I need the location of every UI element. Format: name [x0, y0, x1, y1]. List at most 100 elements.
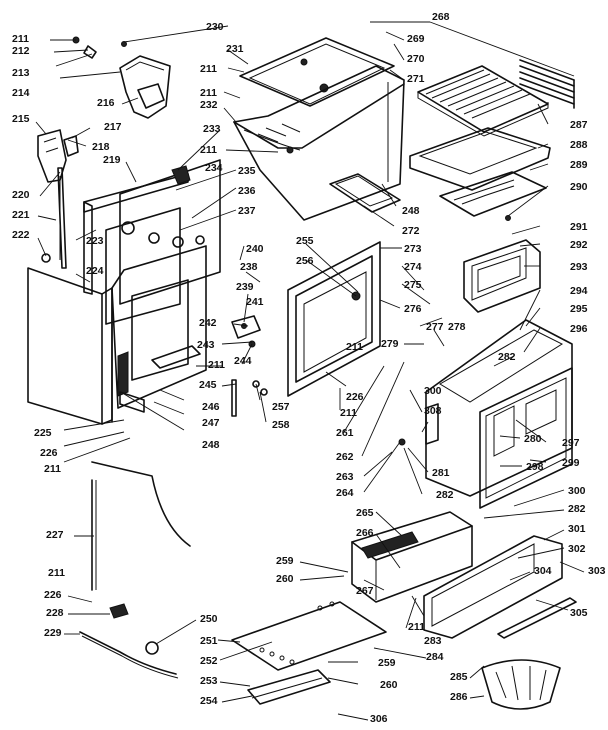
callout-label: 236	[238, 185, 256, 197]
callout-label: 275	[404, 279, 422, 291]
part-window-pack-293	[463, 239, 541, 313]
callout-label: 268	[432, 11, 450, 23]
callout-label: 248	[202, 439, 220, 451]
part-oven-door-297	[425, 319, 573, 509]
callout-label: 263	[336, 471, 354, 483]
callout-label: 217	[104, 121, 122, 133]
callout-label: 229	[44, 627, 62, 639]
part-clip-222	[41, 253, 51, 263]
part-drawer-handle-305	[497, 597, 577, 639]
part-rear-wall-219	[83, 159, 221, 325]
callout-label: 224	[86, 265, 104, 277]
part-oven-frame-273	[287, 241, 381, 397]
part-grill-plate-285	[481, 659, 561, 710]
callout-label: 252	[200, 655, 218, 667]
callout-label: 273	[404, 243, 422, 255]
callout-label: 255	[296, 235, 314, 247]
callout-label: 302	[568, 543, 586, 555]
callout-label: 296	[570, 323, 588, 335]
callout-label: 293	[570, 261, 588, 273]
callout-label: 213	[12, 67, 30, 79]
callout-label: 211	[12, 33, 29, 45]
callout-label: 254	[200, 695, 218, 707]
callout-label: 259	[276, 555, 294, 567]
callout-label: 233	[203, 123, 221, 135]
part-control-backguard-232	[233, 65, 405, 221]
callout-label: 262	[336, 451, 354, 463]
callout-label: 264	[336, 487, 354, 499]
part-door-hinge-308	[398, 403, 439, 446]
callout-label: 211	[408, 621, 425, 633]
callout-label: 218	[92, 141, 110, 153]
callout-label: 295	[570, 303, 588, 315]
part-rod-221	[57, 167, 67, 269]
callout-label: 260	[380, 679, 398, 691]
part-rack-rails-268	[519, 59, 575, 109]
part-vent-duct	[119, 55, 171, 119]
callout-label: 222	[12, 229, 30, 241]
callout-label: 265	[356, 507, 374, 519]
callout-label: 256	[296, 255, 314, 267]
callout-label: 299	[562, 457, 580, 469]
callout-label: 306	[370, 713, 388, 725]
callout-label: 234	[205, 162, 223, 174]
callout-label: 272	[402, 225, 420, 237]
callout-label: 244	[234, 355, 252, 367]
callout-label: 238	[240, 261, 258, 273]
callout-label: 266	[356, 527, 374, 539]
part-drawer-front-301	[423, 535, 563, 639]
callout-label: 220	[12, 189, 30, 201]
callout-label: 279	[381, 338, 399, 350]
callout-label: 303	[588, 565, 606, 577]
callout-label: 221	[12, 209, 30, 221]
callout-label: 211	[208, 359, 225, 371]
callout-label: 227	[46, 529, 64, 541]
callout-label: 248	[402, 205, 420, 217]
callout-label: 226	[40, 447, 58, 459]
callout-label: 300	[568, 485, 586, 497]
part-hinge-242	[231, 315, 268, 417]
callout-label: 285	[450, 671, 468, 683]
part-cabinet-body	[111, 245, 207, 423]
callout-label: 282	[568, 503, 586, 515]
callout-label: 226	[346, 391, 364, 403]
callout-label: 300	[424, 385, 442, 397]
callout-label: 297	[562, 437, 580, 449]
callout-label: 290	[570, 181, 588, 193]
callout-label: 281	[432, 467, 450, 479]
callout-label: 274	[404, 261, 422, 273]
callout-label: 253	[200, 675, 218, 687]
callout-label: 212	[12, 45, 30, 57]
callout-label: 291	[570, 221, 588, 233]
callout-label: 277	[426, 321, 444, 333]
callout-label: 294	[570, 285, 588, 297]
callout-label: 282	[498, 351, 516, 363]
leader-lines	[35, 21, 585, 721]
callout-label: 215	[12, 113, 30, 125]
part-broiler-insert-289	[439, 171, 547, 221]
callout-label: 211	[44, 463, 61, 475]
callout-label: 223	[86, 235, 104, 247]
part-side-panel-225	[27, 267, 113, 425]
callout-label: 261	[336, 427, 354, 439]
callout-label: 242	[199, 317, 217, 329]
callout-label: 232	[200, 99, 218, 111]
callout-label: 308	[424, 405, 442, 417]
callout-label: 282	[436, 489, 454, 501]
callout-label: 251	[200, 635, 218, 647]
callout-label: 211	[200, 63, 217, 75]
callout-label: 298	[526, 461, 544, 473]
callout-label: 301	[568, 523, 586, 535]
callout-label: 270	[407, 53, 425, 65]
callout-label: 216	[97, 97, 115, 109]
callout-label: 211	[346, 341, 363, 353]
callout-label: 211	[200, 144, 217, 156]
callout-label: 250	[200, 613, 218, 625]
callout-label: 241	[246, 296, 264, 308]
callout-label: 245	[199, 379, 217, 391]
callout-label: 247	[202, 417, 220, 429]
callout-label: 283	[424, 635, 442, 647]
callout-label: 237	[238, 205, 256, 217]
